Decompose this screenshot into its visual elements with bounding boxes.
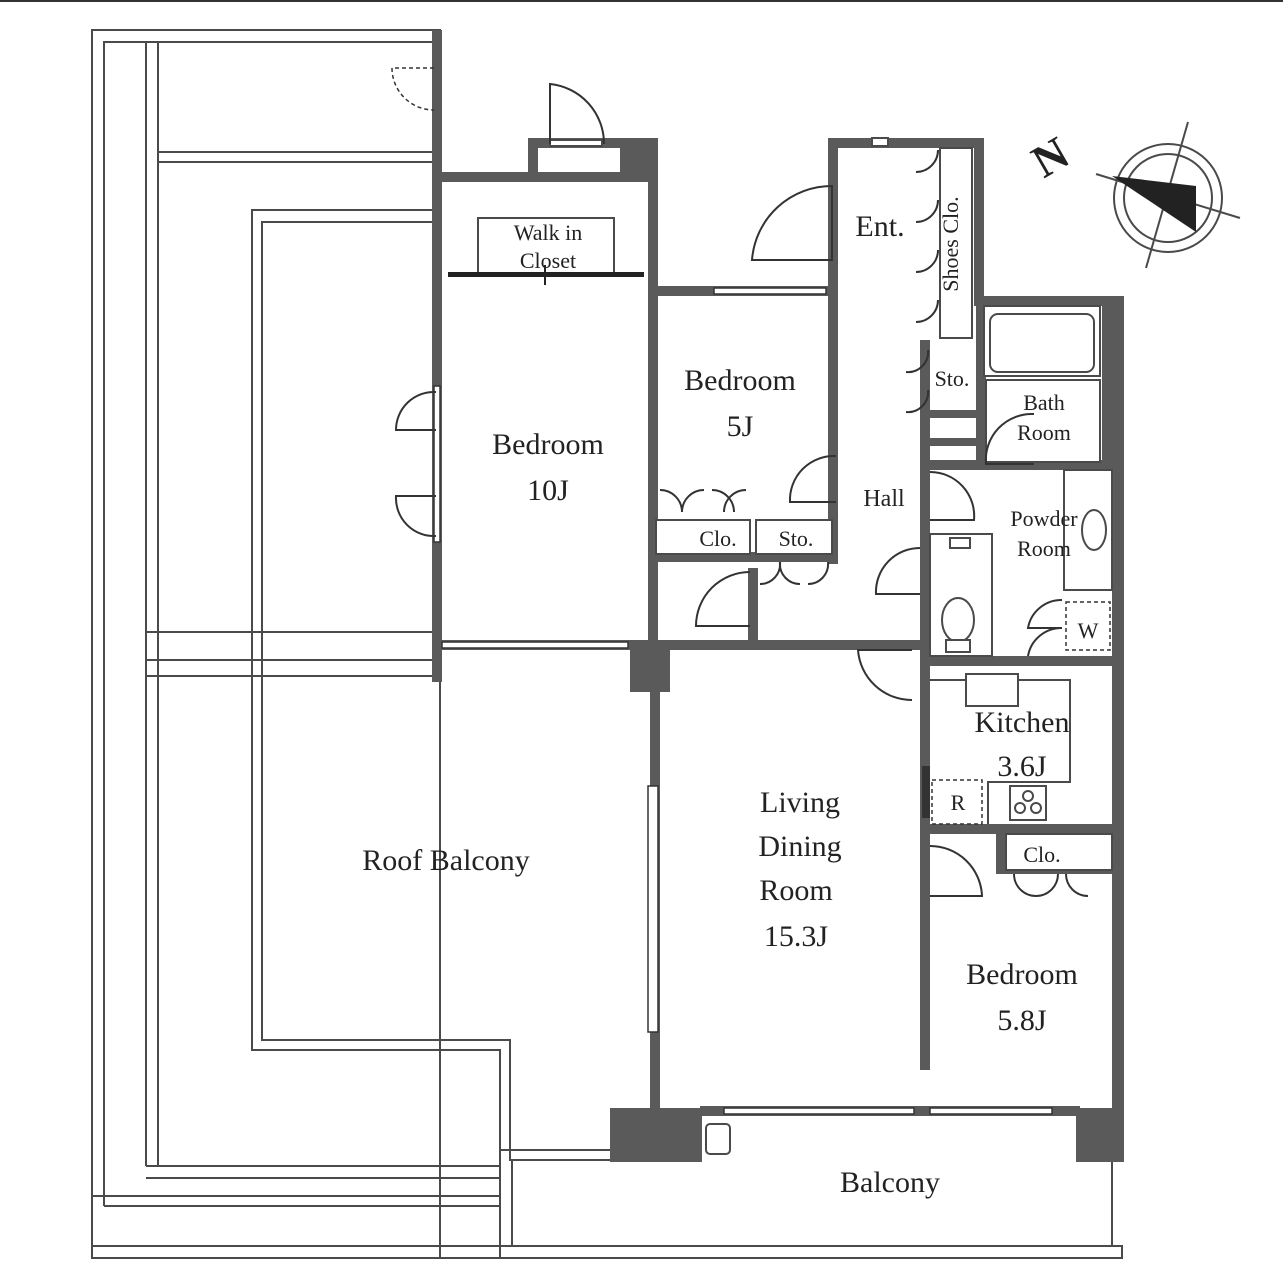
storage-hall-label: Sto. — [779, 526, 814, 551]
living-label-2: Dining — [758, 830, 841, 863]
storage-upper-label: Sto. — [935, 366, 970, 391]
hall-label: Hall — [863, 486, 905, 512]
roof-balcony-outline — [91, 29, 1123, 1259]
roof-balcony-label: Roof Balcony — [362, 844, 529, 877]
powder-room-label-1: Powder — [1010, 506, 1078, 531]
bath-room-label-2: Room — [1017, 420, 1071, 445]
bedroom-5-size: 5J — [727, 410, 754, 443]
closet-bedroom5-label: Clo. — [699, 526, 736, 551]
north-arrow-icon — [1112, 176, 1196, 232]
washer-label: W — [1078, 618, 1099, 643]
living-label-1: Living — [760, 786, 840, 819]
closet-bedroom58-label: Clo. — [1023, 842, 1060, 867]
bath-room-label-1: Bath — [1023, 390, 1065, 415]
compass-north-label: N — [1023, 127, 1077, 188]
living-size: 15.3J — [764, 920, 829, 953]
kitchen-name: Kitchen — [975, 706, 1070, 739]
bedroom-58-name: Bedroom — [966, 958, 1078, 991]
bedroom-5-name: Bedroom — [684, 364, 796, 397]
door-swings — [391, 67, 1089, 897]
shoes-closet-label: Shoes Clo. — [938, 196, 963, 291]
kitchen-size: 3.6J — [997, 750, 1047, 783]
refrigerator-label: R — [951, 790, 966, 815]
powder-room-label-2: Room — [1017, 536, 1071, 561]
bedroom-10-name: Bedroom — [492, 428, 604, 461]
entrance-label: Ent. — [855, 210, 904, 243]
living-label-3: Room — [759, 874, 832, 907]
exterior-walls — [432, 30, 1124, 1162]
bedroom-58-size: 5.8J — [997, 1004, 1047, 1037]
walk-in-closet-label-1: Walk in — [514, 220, 583, 245]
walk-in-closet-label-2: Closet — [520, 248, 576, 273]
balcony-label: Balcony — [840, 1166, 940, 1199]
bedroom-10-size: 10J — [527, 474, 569, 507]
interior-fixtures — [433, 137, 1113, 1155]
compass: N — [1023, 121, 1241, 269]
room-labels: Walk in Closet Bedroom 10J Bedroom 5J En… — [362, 196, 1098, 1199]
